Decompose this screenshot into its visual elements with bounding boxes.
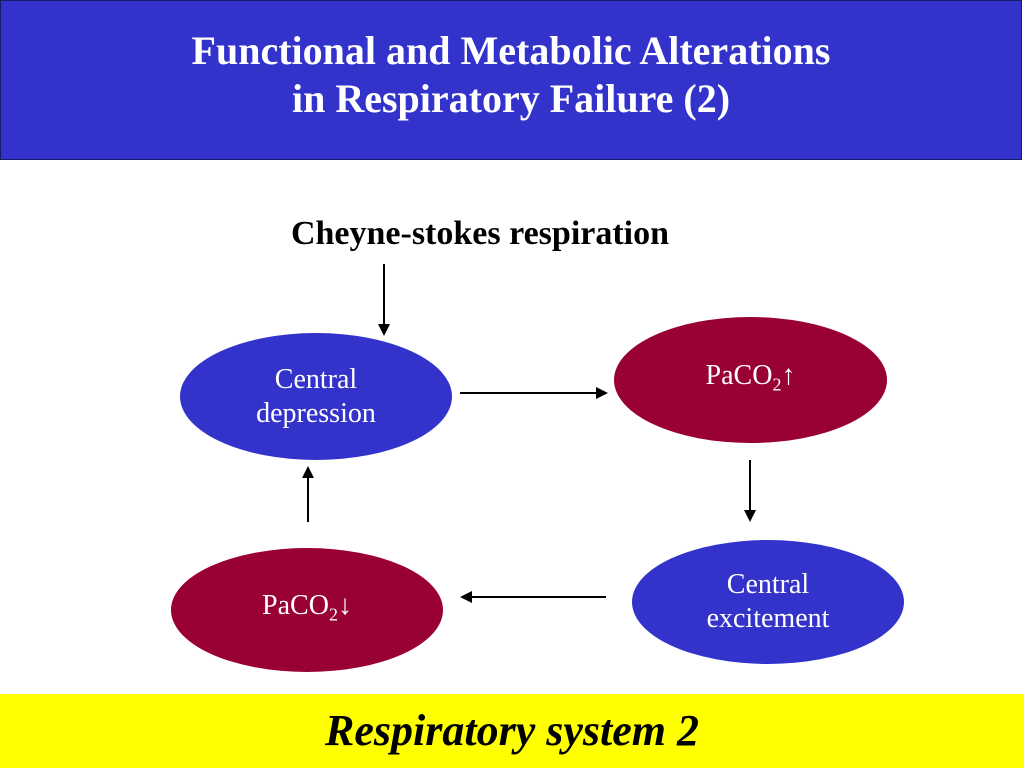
node-central-excitement-label: Central excitement: [706, 569, 830, 634]
node-paco2-increase-label: PaCO2↑: [705, 359, 796, 395]
arrow-up-to-central-depression: [302, 466, 314, 522]
arrow-down-to-central-excitement: [744, 460, 756, 522]
arrow-right-to-paco2-up: [460, 387, 608, 399]
slide-footer: Respiratory system 2: [0, 694, 1024, 768]
diagram-subtitle: Cheyne-stokes respiration: [290, 215, 670, 252]
node-central-depression-label: Central depression: [256, 363, 376, 429]
node-paco2-decrease: PaCO2↓: [171, 548, 443, 672]
arrow-down-to-central-depression: [378, 264, 390, 336]
node-paco2-decrease-label: PaCO2↓: [262, 589, 352, 625]
node-paco2-increase: PaCO2↑: [614, 317, 887, 443]
title-line-2: in Respiratory Failure (2): [291, 76, 731, 121]
slide-title: Functional and Metabolic Alterations in …: [0, 0, 1022, 160]
arrow-left-to-paco2-down: [460, 591, 606, 603]
node-central-depression: Central depression: [180, 333, 452, 460]
title-line-1: Functional and Metabolic Alterations: [191, 28, 831, 73]
node-central-excitement: Central excitement: [632, 540, 904, 664]
